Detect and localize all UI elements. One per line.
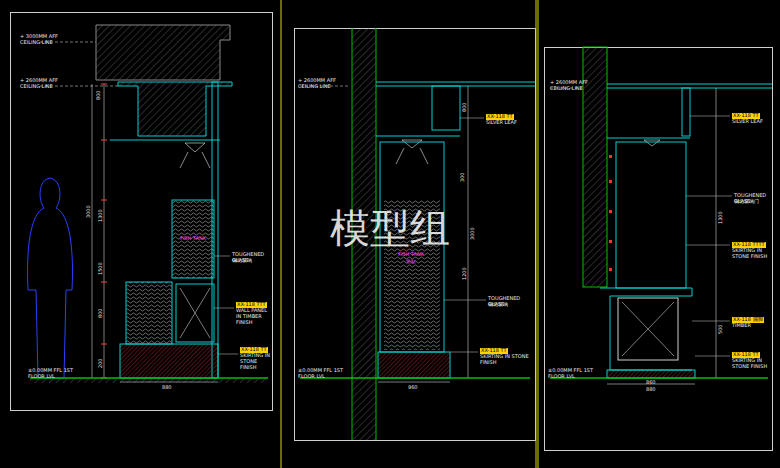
note-label: SILVER LEAF bbox=[732, 119, 770, 125]
dimension-text: 800 bbox=[96, 90, 102, 100]
material-tag: XX-118 TT bbox=[480, 348, 508, 354]
note-label: + 2600MM AFF CEILING LINE bbox=[298, 78, 344, 90]
note-label: ±0.00MM FFL 1ST FLOOR LVL bbox=[28, 368, 74, 380]
dimension-text: 3000 bbox=[86, 205, 92, 218]
fish-tank-label: FISH TANK bbox=[180, 236, 206, 242]
note-label: 钢化玻璃 bbox=[488, 302, 532, 308]
note-label: 880 bbox=[646, 387, 656, 393]
dimension-text: 800 bbox=[98, 308, 104, 318]
note-label: SKIRTING IN STONE FINISH bbox=[732, 358, 768, 370]
watermark: 模型组 bbox=[330, 205, 450, 251]
material-tag: XX-118 TT bbox=[732, 352, 760, 358]
note-label: ±0.00MM FFL 1ST FLOOR LVL bbox=[548, 368, 594, 380]
note-label: 钢化玻璃门 bbox=[734, 199, 770, 205]
note-label: + 2600MM AFF CEILING LINE bbox=[550, 80, 596, 92]
material-tag: XX-118 TT bbox=[732, 113, 760, 119]
note-label: 钢化玻璃 bbox=[232, 258, 270, 264]
dimension-text: 1500 bbox=[98, 262, 104, 275]
fish-tank-label: 鱼缸 bbox=[406, 259, 416, 265]
dimension-text: 300 bbox=[460, 172, 466, 182]
dimension-text: 500 bbox=[718, 324, 724, 334]
note-label: SKIRTING IN STONE FINISH bbox=[240, 353, 270, 370]
dimension-text: 1300 bbox=[98, 209, 104, 222]
material-tag: XX-118 TT bbox=[486, 114, 514, 120]
note-label: + 3000MM AFF CEILING LINE bbox=[20, 34, 66, 46]
dimension-text: 200 bbox=[98, 358, 104, 368]
note-label: SKIRTING IN STONE FINISH bbox=[480, 354, 530, 366]
dimension-text: 3000 bbox=[470, 227, 476, 240]
note-label: ±0.00MM FFL 1ST FLOOR LVL bbox=[298, 368, 344, 380]
material-tag: XX-118 踢脚 bbox=[732, 317, 764, 323]
note-label: + 2600MM AFF CEILING LINE bbox=[20, 78, 66, 90]
material-tag: XX-118 TTT bbox=[236, 302, 267, 308]
material-tag: XX-118 TTTT bbox=[732, 242, 766, 248]
note-label: WALL PANEL IN TIMBER FINISH bbox=[236, 308, 270, 325]
note-label: SILVER LEAF bbox=[486, 120, 532, 126]
dimension-text: 1200 bbox=[462, 267, 468, 280]
note-label: 860 bbox=[646, 380, 656, 386]
note-label: 880 bbox=[162, 385, 172, 391]
note-label: TIMBER bbox=[732, 323, 768, 329]
dimension-text: 1300 bbox=[718, 211, 724, 224]
material-tag: XX-118 TT bbox=[240, 347, 268, 353]
note-label: SKIRTING IN STONE FINISH bbox=[732, 248, 768, 260]
fish-tank-label: FISH TANK bbox=[398, 252, 424, 258]
dimension-text: 800 bbox=[462, 102, 468, 112]
note-label: 960 bbox=[408, 385, 418, 391]
